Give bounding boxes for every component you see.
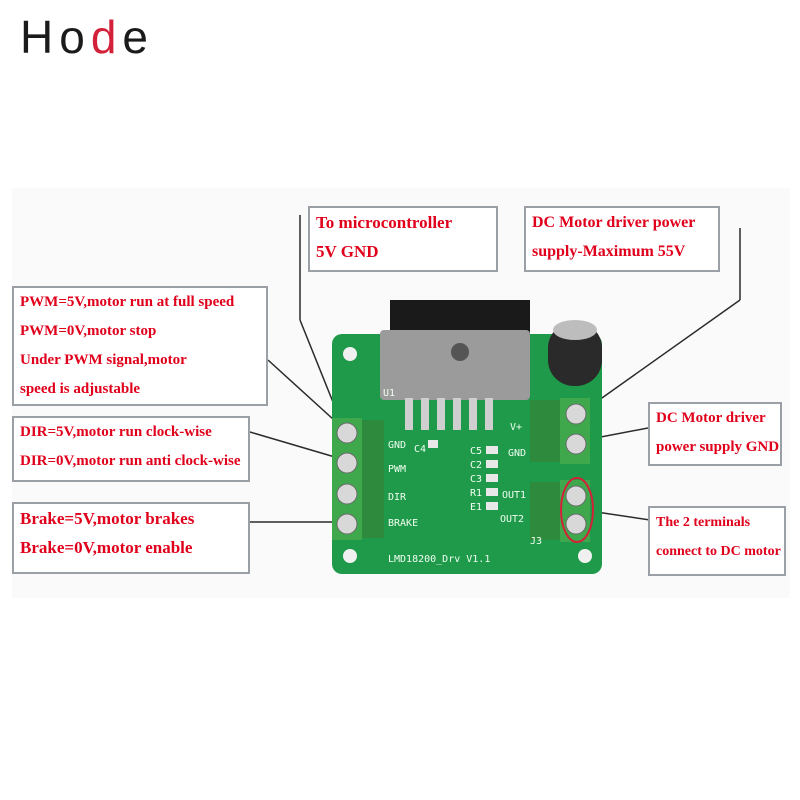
silk-model: LMD18200_Drv V1.1 xyxy=(388,554,490,565)
callout-line: DIR=0V,motor run anti clock-wise xyxy=(20,453,241,469)
callout-line: speed is adjustable xyxy=(20,381,141,397)
callout-brake: Brake=5V,motor brakes Brake=0V,motor ena… xyxy=(12,502,250,574)
silk-u1: U1 xyxy=(383,388,395,399)
capacitor-top xyxy=(553,320,597,340)
callout-line: power supply GND xyxy=(656,439,780,455)
chip-pin xyxy=(453,398,461,430)
callout-pwm: PWM=5V,motor run at full speed PWM=0V,mo… xyxy=(12,286,268,406)
silk-r1: R1 xyxy=(470,488,482,499)
smd-c2 xyxy=(486,460,498,468)
silk-brake: BRAKE xyxy=(388,518,418,529)
leader-line-dir xyxy=(249,431,346,461)
chip-pin xyxy=(469,398,477,430)
callout-motor-terminals: The 2 terminals connect to DC motor xyxy=(648,506,786,576)
smd-e1 xyxy=(486,502,498,510)
brand-text-start: Ho xyxy=(20,11,91,63)
callout-dir: DIR=5V,motor run clock-wise DIR=0V,motor… xyxy=(12,416,250,482)
callout-power-gnd: DC Motor driver power supply GND xyxy=(648,402,782,466)
screw-gnd xyxy=(336,422,358,444)
chip-pin xyxy=(405,398,413,430)
chip-pin xyxy=(485,398,493,430)
motor-terminal-block-side xyxy=(530,482,560,540)
callout-line: DC Motor driver xyxy=(656,410,766,426)
smd-r1 xyxy=(486,488,498,496)
mounting-hole xyxy=(343,347,357,361)
callout-line: DC Motor driver power xyxy=(532,214,696,231)
mounting-hole xyxy=(343,549,357,563)
silk-vplus: V+ xyxy=(510,422,522,433)
electrolytic-capacitor xyxy=(548,322,602,386)
callout-line: connect to DC motor xyxy=(656,544,781,559)
callout-line: Brake=5V,motor brakes xyxy=(20,509,195,528)
silk-pwm: PWM xyxy=(388,464,406,475)
silk-c2: C2 xyxy=(470,460,482,471)
callout-line: Under PWM signal,motor xyxy=(20,352,187,368)
mounting-hole xyxy=(578,549,592,563)
callout-line: DIR=5V,motor run clock-wise xyxy=(20,424,212,440)
smd-c5 xyxy=(486,446,498,454)
silk-c3: C3 xyxy=(470,474,482,485)
silk-gnd2: GND xyxy=(508,448,526,459)
lmd18200-chip xyxy=(380,330,530,400)
silk-dir: DIR xyxy=(388,492,407,503)
screw-vplus xyxy=(565,403,587,425)
screw-brake xyxy=(336,513,358,535)
callout-line: To microcontroller xyxy=(316,213,453,232)
chip-pin xyxy=(421,398,429,430)
smd-c3 xyxy=(486,474,498,482)
screw-pwm xyxy=(336,452,358,474)
brand-logo: Hode xyxy=(20,10,154,64)
silk-c5: C5 xyxy=(470,446,482,457)
silk-out2: OUT2 xyxy=(500,514,524,525)
callout-line: PWM=5V,motor run at full speed xyxy=(20,294,235,310)
input-terminal-block-side xyxy=(362,420,384,538)
chip-pin xyxy=(437,398,445,430)
power-terminal-block-side xyxy=(530,400,560,462)
brand-text-end: e xyxy=(122,11,154,63)
screw-out2 xyxy=(565,513,587,535)
smd-c4 xyxy=(428,440,438,448)
silk-c4: C4 xyxy=(414,444,426,455)
screw-dir xyxy=(336,483,358,505)
callout-line: supply-Maximum 55V xyxy=(532,243,686,260)
brand-text-accent: d xyxy=(90,11,123,63)
screw-out1 xyxy=(565,485,587,507)
motor-terminal-highlight xyxy=(560,477,594,543)
callout-line: Brake=0V,motor enable xyxy=(20,538,193,557)
silk-gnd: GND xyxy=(388,440,406,451)
callout-line: 5V GND xyxy=(316,242,379,261)
callout-power-supply: DC Motor driver power supply-Maximum 55V xyxy=(524,206,720,272)
callout-line: PWM=0V,motor stop xyxy=(20,323,157,339)
leader-line-power-end xyxy=(584,299,741,411)
callout-line: The 2 terminals xyxy=(656,515,751,530)
silk-j3: J3 xyxy=(530,536,542,547)
callout-microcontroller: To microcontroller 5V GND xyxy=(308,206,498,272)
screw-power-gnd xyxy=(565,433,587,455)
chip-mount-hole xyxy=(451,343,469,361)
silk-e1: E1 xyxy=(470,502,482,513)
silk-out1: OUT1 xyxy=(502,490,526,501)
